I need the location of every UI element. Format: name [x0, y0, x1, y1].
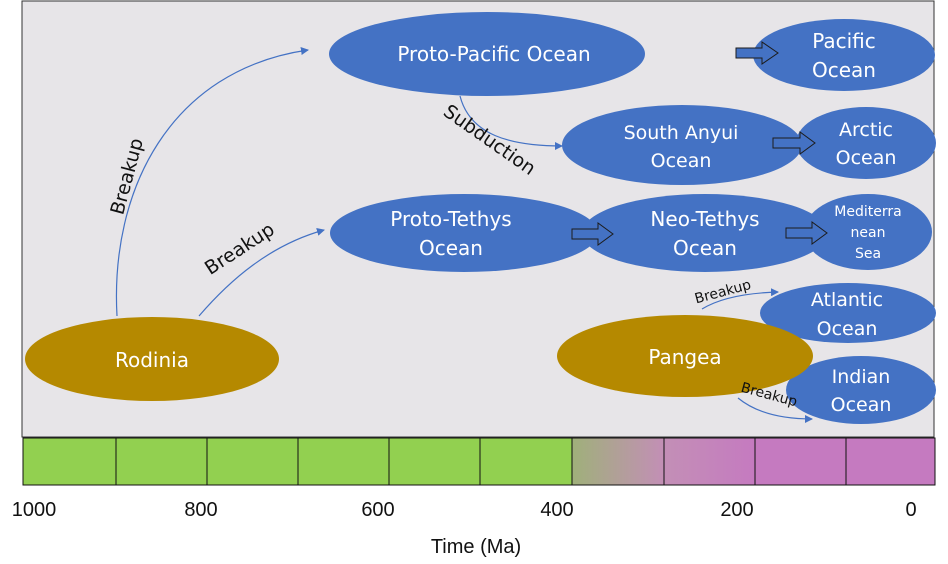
neo-tethys-label-line1: Neo-Tethys: [650, 207, 759, 231]
neo-tethys-label-line2: Ocean: [673, 236, 737, 260]
neo-tethys-ellipse: [582, 194, 828, 272]
proto-tethys-ellipse: [330, 194, 598, 272]
timeline-border: [22, 437, 936, 486]
block-arrow-mediterranean: [785, 221, 828, 245]
pangea-ellipse: [557, 315, 813, 397]
breakup-arrow-to-proto-pacific: [115, 47, 309, 317]
arctic-label-line2: Ocean: [836, 147, 897, 169]
pacific-label-line2: Ocean: [812, 58, 876, 82]
mediterranean-label-line1: Mediterra: [834, 204, 901, 220]
timeline-bar: [22, 437, 936, 486]
proto-tethys-label-line1: Proto-Tethys: [390, 207, 511, 231]
block-arrow-neo-tethys: [571, 222, 614, 246]
pangea-label: Pangea: [648, 345, 721, 369]
tick-label-0: 0: [905, 499, 916, 521]
tick-label-600: 600: [361, 499, 394, 521]
arctic-label-line1: Arctic: [839, 119, 893, 141]
block-arrow-arctic: [772, 131, 816, 155]
timeline-magenta-zone: [755, 438, 935, 485]
arctic-ellipse: [796, 107, 936, 179]
rodinia-label: Rodinia: [115, 348, 189, 372]
tick-label-1000: 1000: [12, 499, 57, 521]
south-anyui-label-line2: Ocean: [651, 150, 712, 172]
atlantic-ellipse: [760, 283, 936, 343]
indian-label-line2: Ocean: [831, 394, 892, 416]
breakup-arrow-to-atlantic: [701, 288, 779, 310]
breakup-arrow-to-indian: [737, 397, 813, 423]
proto-tethys-label-line2: Ocean: [419, 236, 483, 260]
pacific-label-line1: Pacific: [812, 29, 876, 53]
proto-pacific-ellipse: [329, 12, 645, 96]
south-anyui-ellipse: [562, 105, 802, 185]
tick-label-400: 400: [540, 499, 573, 521]
subduction-arrow: [459, 95, 563, 150]
south-anyui-label-line1: South Anyui: [624, 122, 739, 144]
breakup-arrow-to-proto-tethys: [198, 228, 325, 317]
atlantic-label-line1: Atlantic: [811, 289, 883, 311]
indian-ellipse: [786, 356, 936, 424]
timeline-segment-dividers: [115, 438, 847, 485]
timeline-transition-zone: [572, 438, 664, 485]
indian-label-line1: Indian: [832, 366, 891, 388]
mediterranean-label-line2: nean: [851, 225, 886, 241]
rodinia-ellipse: [25, 317, 279, 401]
block-arrow-pacific: [735, 41, 779, 65]
tick-label-200: 200: [720, 499, 753, 521]
atlantic-label-line2: Ocean: [817, 318, 878, 340]
tick-label-800: 800: [184, 499, 217, 521]
mediterranean-ellipse: [804, 194, 932, 270]
mediterranean-label-line3: Sea: [855, 246, 881, 262]
timeline-transition-zone-2: [664, 438, 755, 485]
axis-title: Time (Ma): [431, 536, 521, 558]
pacific-ellipse: [753, 19, 935, 91]
proto-pacific-label: Proto-Pacific Ocean: [397, 42, 590, 66]
